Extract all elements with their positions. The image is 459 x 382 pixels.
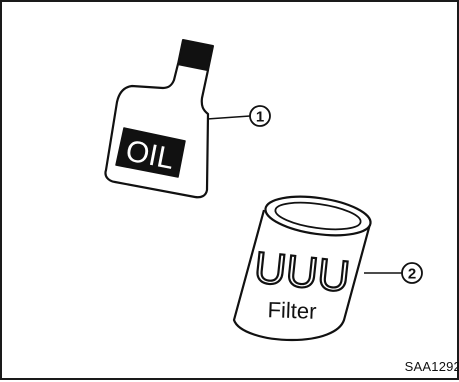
oil-filter-icon: UUU Filter [234,191,373,340]
callout-1-leader [207,116,250,119]
bottle-body [105,64,208,197]
callout-2-number: 2 [408,266,416,283]
filter-marks: UUU [252,243,352,302]
callout-2: 2 [402,263,422,283]
filter-label-text: Filter [267,297,317,324]
callout-1-number: 1 [256,109,264,126]
callout-1: 1 [250,106,270,126]
oil-bottle-icon: OIL [105,40,213,197]
figure-code: SAA1292 [405,359,459,374]
